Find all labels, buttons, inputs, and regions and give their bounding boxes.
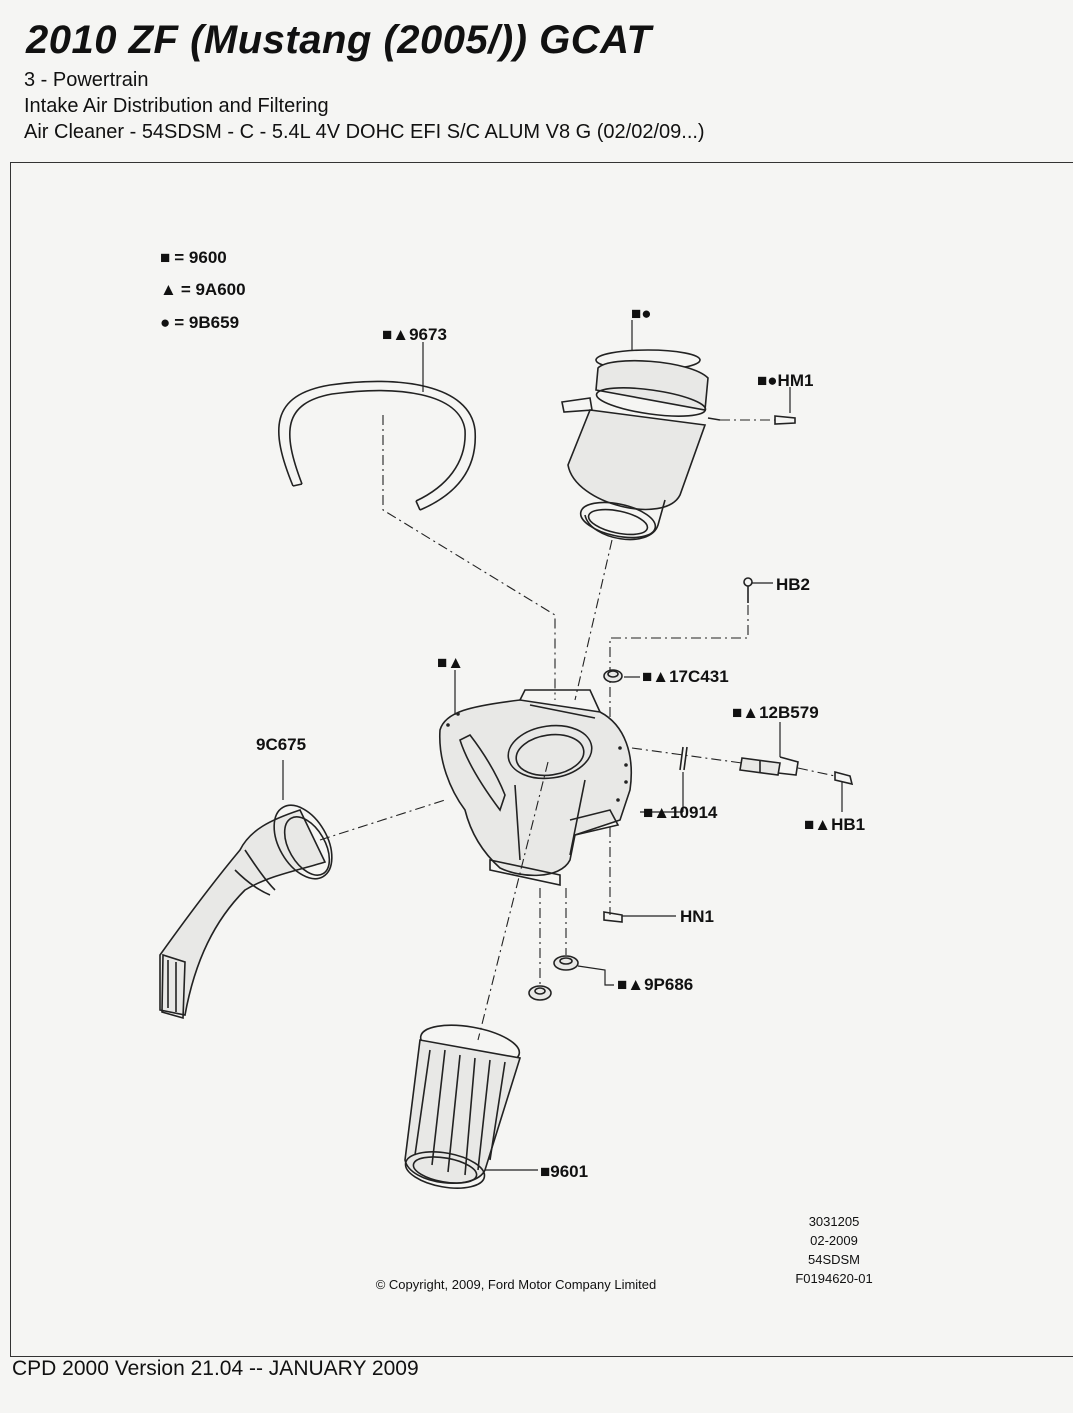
- callout-17c431: ■▲17C431: [642, 667, 729, 686]
- bolt-hb1-icon: [834, 770, 854, 786]
- grommet-9p686-icon: [528, 955, 579, 1001]
- page-title: 2010 ZF (Mustang (2005/)) GCAT: [26, 18, 652, 62]
- hose-part-icon: [277, 380, 476, 511]
- sensor-12b579-icon: [739, 756, 799, 776]
- callout-9601: ■9601: [540, 1162, 588, 1181]
- callout-hn1: HN1: [680, 907, 714, 926]
- info-line-4: F0194620-01: [795, 1271, 872, 1286]
- callout-hm1: ■●HM1: [757, 371, 813, 390]
- clip-hn1-icon: [603, 911, 623, 923]
- description-line: Air Cleaner - 54SDSM - C - 5.4L 4V DOHC …: [24, 121, 705, 143]
- callout-hb1: ■▲HB1: [804, 815, 865, 834]
- air-cleaner-housing-icon: [561, 320, 721, 541]
- air-cleaner-base-icon: [439, 689, 632, 886]
- legend-item-9600: ■= 9600: [160, 248, 227, 267]
- info-line-1: 3031205: [809, 1214, 860, 1229]
- legend-item-9a600: ▲= 9A600: [160, 280, 246, 299]
- legend-item-9b659: ●= 9B659: [160, 313, 239, 332]
- callout-body: ■▲: [437, 653, 464, 672]
- cone-filter-9601-icon: [404, 1024, 522, 1189]
- group-line: Intake Air Distribution and Filtering: [24, 95, 329, 117]
- legend: ■= 9600 ▲= 9A600 ●= 9B659: [160, 248, 246, 332]
- callout-10914: ■▲10914: [643, 803, 718, 822]
- inlet-duct-9c675-icon: [159, 804, 333, 1020]
- bolt-hb2-icon: [743, 577, 753, 603]
- grommet-17c431-icon: [603, 669, 623, 683]
- info-line-2: 02-2009: [810, 1233, 858, 1248]
- seal-10914-icon: [679, 746, 688, 771]
- section-line: 3 - Powertrain: [24, 69, 149, 91]
- callout-9673: ■▲9673: [382, 325, 447, 344]
- callout-housing-top: ■●: [631, 304, 652, 323]
- info-block: 3031205 02-2009 54SDSM F0194620-01: [795, 1214, 872, 1286]
- callout-9p686: ■▲9P686: [617, 975, 693, 994]
- info-line-3: 54SDSM: [808, 1252, 860, 1267]
- callout-12b579: ■▲12B579: [732, 703, 819, 722]
- copyright-notice: © Copyright, 2009, Ford Motor Company Li…: [376, 1277, 657, 1292]
- callout-hb2: HB2: [776, 575, 810, 594]
- callout-9c675: 9C675: [256, 735, 306, 754]
- footer-version: CPD 2000 Version 21.04 -- JANUARY 2009: [12, 1357, 419, 1380]
- diagram-frame: [10, 162, 1073, 1357]
